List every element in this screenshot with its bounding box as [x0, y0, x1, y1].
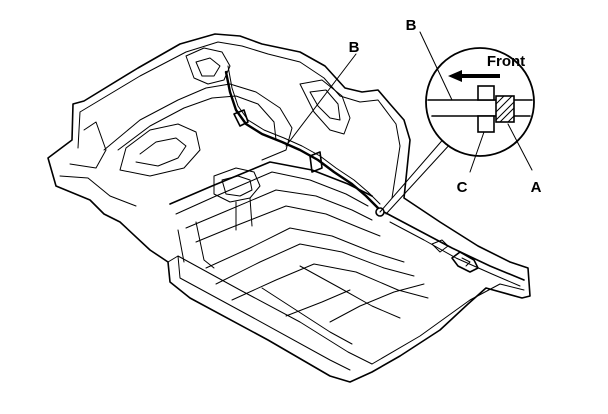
front-connector-clip	[451, 251, 479, 273]
callout-b-inset: B	[406, 17, 417, 34]
front-arrow-icon	[448, 70, 500, 82]
callout-c: C	[457, 179, 468, 196]
harness-clip-center	[309, 151, 323, 173]
callout-a: A	[531, 179, 542, 196]
leader-lines	[285, 53, 453, 215]
detail-inset	[425, 47, 535, 157]
rear-floor-section	[59, 47, 351, 207]
inset-clip-c	[477, 85, 495, 101]
cross-member	[169, 161, 381, 269]
floor-pan	[47, 33, 531, 383]
inset-leader-lines	[419, 31, 533, 173]
harness-clip-rear	[233, 109, 249, 127]
front-label: Front	[487, 53, 525, 70]
front-floor-section	[205, 211, 525, 345]
wire-harness	[224, 65, 385, 217]
callout-b-main: B	[349, 39, 360, 56]
